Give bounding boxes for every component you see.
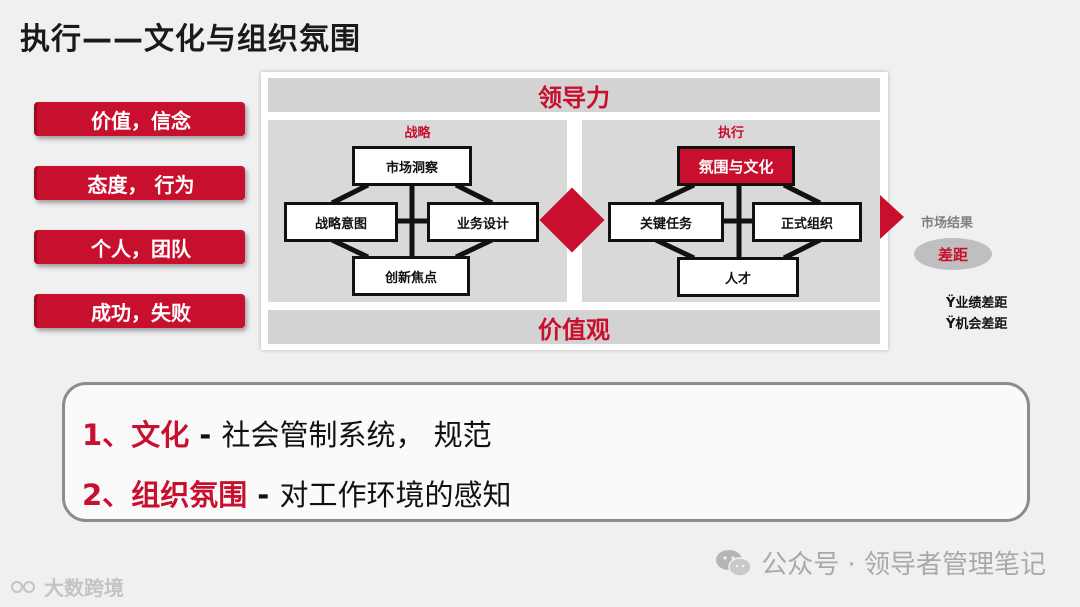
execution-line-tr bbox=[782, 182, 822, 206]
strategy-line-bl bbox=[330, 237, 370, 260]
definitions-box bbox=[62, 382, 1030, 522]
strategy-line-br bbox=[454, 237, 494, 260]
strategy-line-tl bbox=[330, 182, 370, 206]
execution-line-br bbox=[782, 237, 822, 261]
leadership-band: 领导力 bbox=[268, 78, 880, 112]
logo-mark-icon bbox=[11, 580, 35, 593]
wechat-icon bbox=[716, 549, 752, 577]
culture-text: 社会管制系统， 规范 bbox=[221, 418, 492, 452]
execution-line-tl bbox=[654, 182, 696, 206]
strategy-line-tr bbox=[454, 182, 494, 206]
formal-organization-node: 正式组织 bbox=[752, 202, 862, 242]
talent-node: 人才 bbox=[677, 257, 799, 297]
watermark-text: 公众号 · 领导者管理笔记 bbox=[761, 550, 1046, 580]
values-band: 价值观 bbox=[268, 310, 880, 344]
climate-text: 对工作环境的感知 bbox=[279, 478, 512, 512]
gap-oval: 差距 bbox=[914, 238, 992, 270]
values-beliefs-box: 价值，信念 bbox=[34, 102, 245, 136]
business-design-node: 业务设计 bbox=[427, 202, 539, 242]
innovation-focus-node: 创新焦点 bbox=[352, 256, 470, 296]
strategic-intent-node: 战略意图 bbox=[284, 202, 398, 242]
climate-definition: 2、组织氛围 - 对工作环境的感知 bbox=[82, 472, 511, 514]
climate-culture-node: 氛围与文化 bbox=[677, 146, 795, 186]
market-result-label: 市场结果 bbox=[921, 216, 974, 231]
arrow-right-icon bbox=[880, 195, 904, 239]
key-tasks-node: 关键任务 bbox=[608, 202, 724, 242]
strategy-label: 战略 bbox=[404, 126, 431, 141]
point-number: 1、 bbox=[82, 418, 132, 452]
culture-definition: 1、文化 - 社会管制系统， 规范 bbox=[82, 412, 492, 454]
separator-dash: - bbox=[189, 418, 222, 452]
separator-dash: - bbox=[247, 478, 280, 512]
corner-logo: 大数跨境 bbox=[10, 572, 124, 601]
climate-keyword: 组织氛围 bbox=[131, 478, 248, 512]
execution-line-bl bbox=[654, 237, 696, 261]
attitude-behavior-box: 态度， 行为 bbox=[34, 166, 245, 200]
point-number: 2、 bbox=[82, 478, 132, 512]
individual-team-box: 个人，团队 bbox=[34, 230, 245, 264]
success-failure-box: 成功，失败 bbox=[34, 294, 245, 328]
watermark: 公众号 · 领导者管理笔记 bbox=[715, 544, 1046, 581]
opportunity-gap-item: Ÿ机会差距 bbox=[946, 317, 1008, 332]
culture-keyword: 文化 bbox=[131, 418, 190, 452]
performance-gap-item: Ÿ业绩差距 bbox=[946, 296, 1008, 311]
page-title: 执行——文化与组织氛围 bbox=[20, 22, 361, 57]
market-insight-node: 市场洞察 bbox=[352, 146, 472, 186]
execution-label: 执行 bbox=[717, 126, 744, 141]
corner-logo-text: 大数跨境 bbox=[44, 576, 124, 600]
